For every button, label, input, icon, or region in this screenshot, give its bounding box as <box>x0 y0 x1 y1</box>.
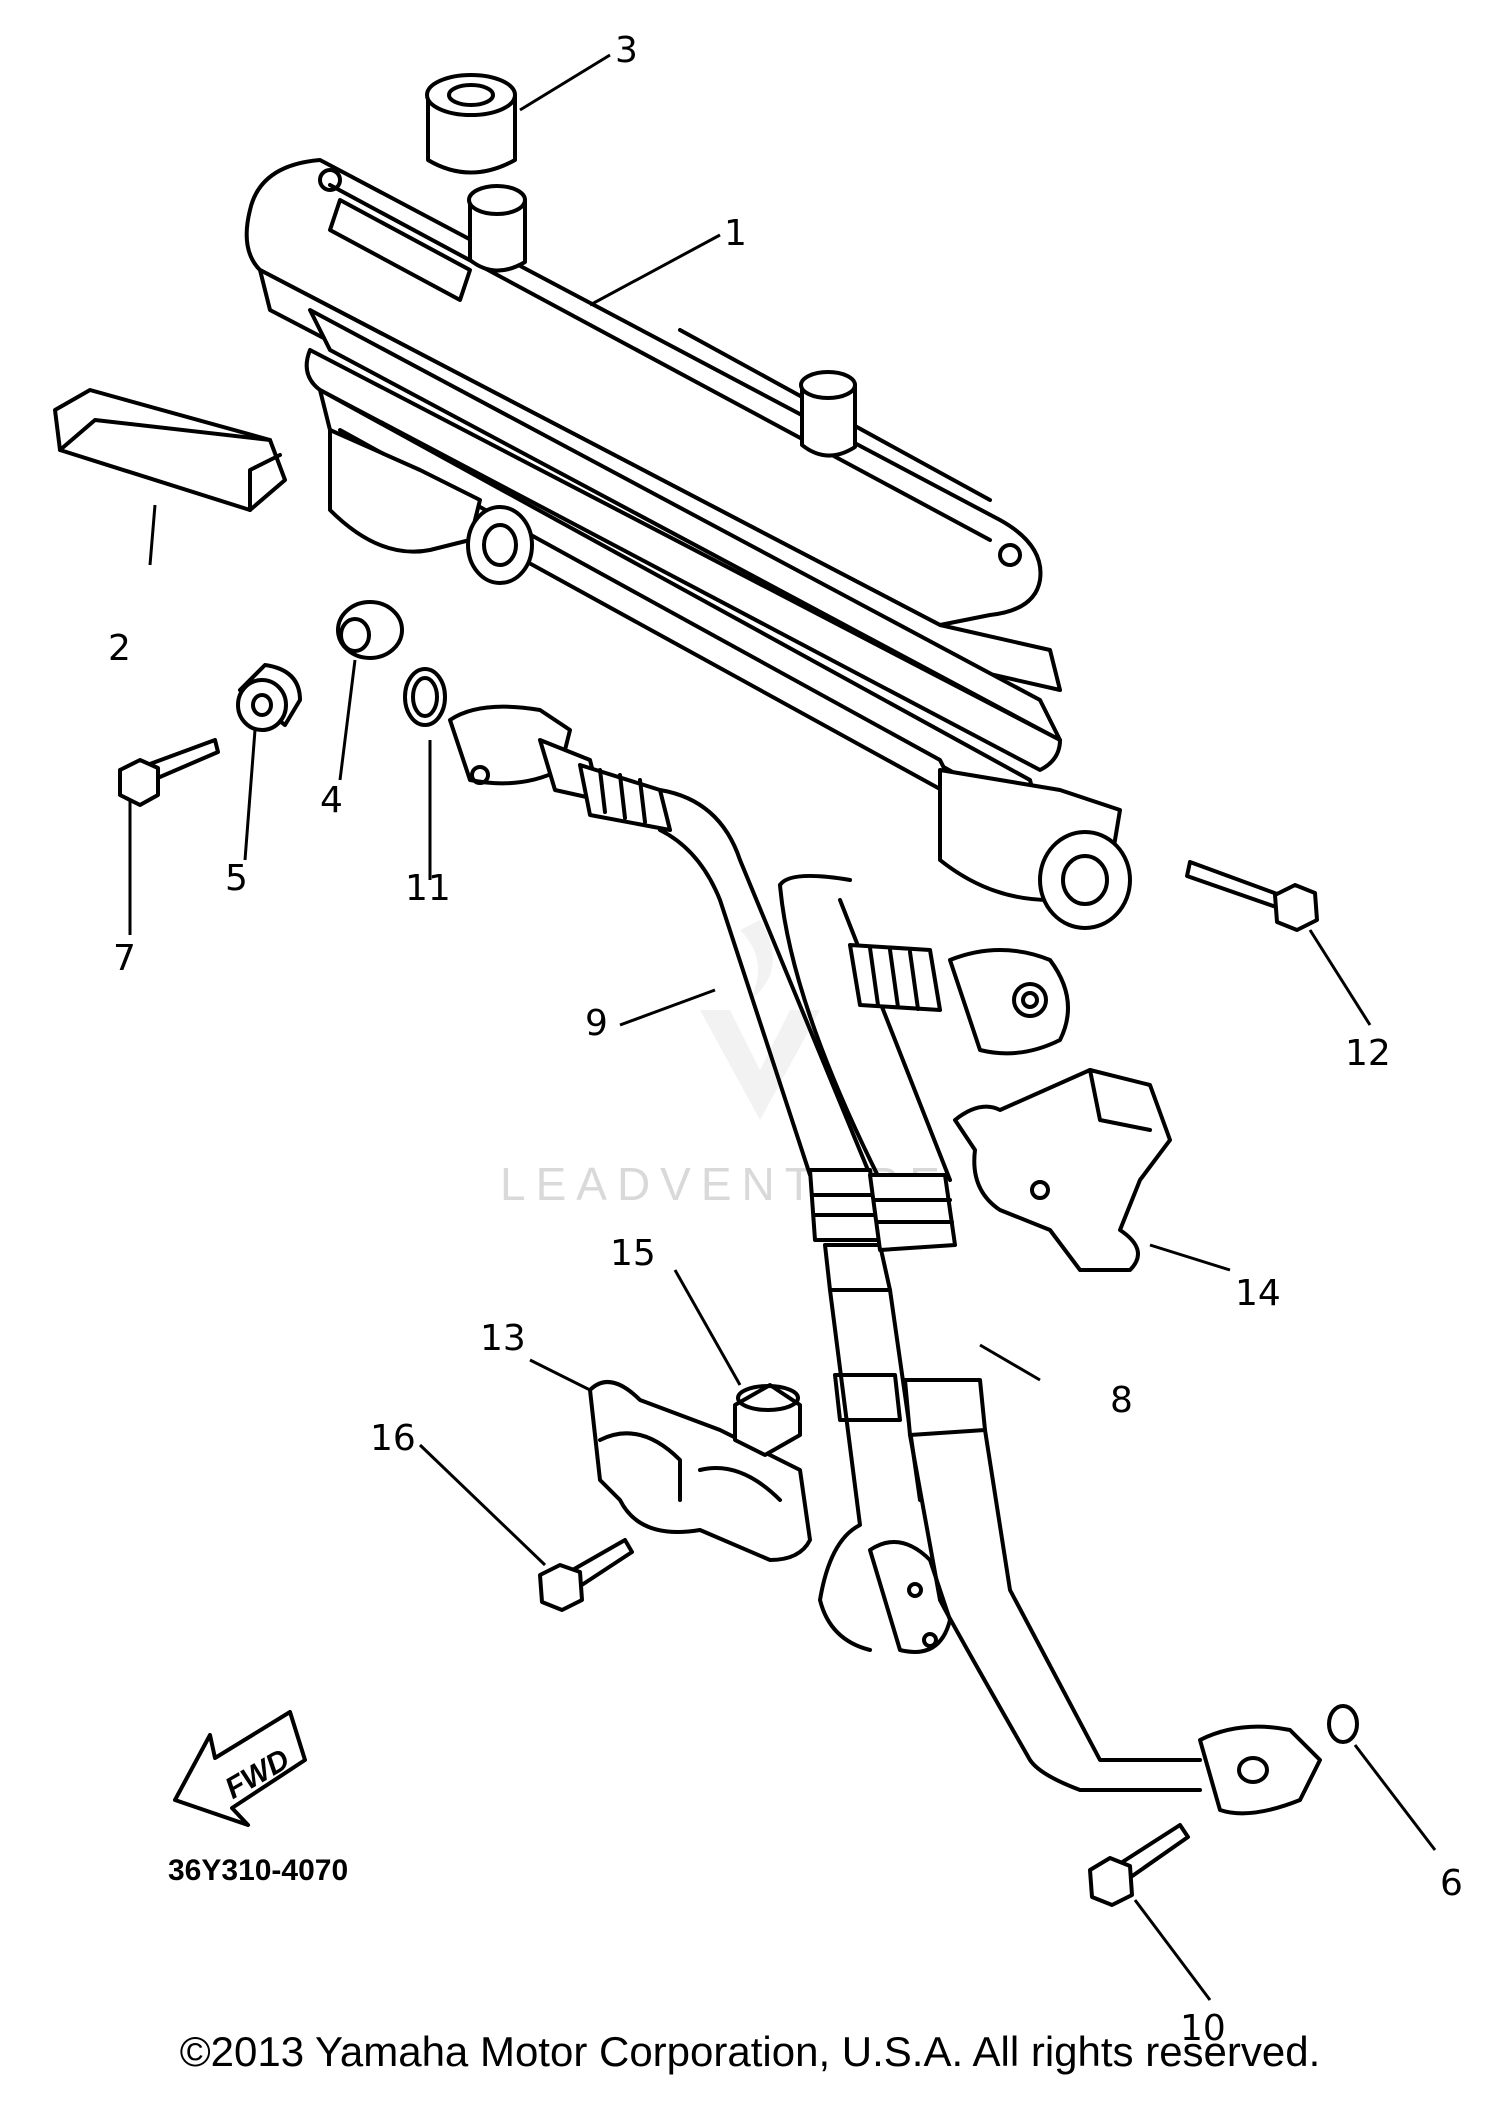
spacer-part-15 <box>733 1383 802 1457</box>
copyright-notice: ©2013 Yamaha Motor Corporation, U.S.A. A… <box>179 2028 1321 2075</box>
clamp-part-13 <box>588 1380 812 1562</box>
callout-1: 1 <box>724 213 747 254</box>
part-code: 36Y310-4070 <box>168 1854 348 1887</box>
bolt-part-16 <box>538 1538 634 1612</box>
callout-5: 5 <box>225 858 248 899</box>
collar-part-5 <box>236 663 302 732</box>
bracket-part-14 <box>953 1068 1172 1272</box>
callout-11: 11 <box>405 868 451 909</box>
callout-9: 9 <box>585 1003 608 1044</box>
oil-cooler-body <box>244 158 1132 930</box>
leadventure-logo-icon <box>700 920 820 1120</box>
callout-12: 12 <box>1345 1033 1391 1074</box>
callout-3: 3 <box>615 30 638 71</box>
damper-part-4 <box>336 600 404 660</box>
callout-6: 6 <box>1440 1863 1463 1904</box>
callout-14: 14 <box>1235 1273 1281 1314</box>
bolt-part-12 <box>1185 860 1319 932</box>
fwd-arrow-icon: FWD <box>173 1710 307 1827</box>
leader-lines <box>128 53 1437 2001</box>
pad-part-2 <box>53 388 287 512</box>
washer-part-6 <box>1327 1704 1359 1744</box>
oil-hose-part-8 <box>778 874 1322 1816</box>
callout-10: 10 <box>1180 2008 1226 2049</box>
grommet-part-3 <box>425 73 517 175</box>
callout-15: 15 <box>610 1233 656 1274</box>
callout-8: 8 <box>1110 1380 1133 1421</box>
callout-4: 4 <box>320 780 343 821</box>
o-ring-part-11 <box>403 667 447 727</box>
callout-numbers: 1 2 3 4 5 6 7 8 9 10 11 12 13 14 15 16 <box>108 30 1463 2049</box>
bolt-part-7 <box>118 738 220 807</box>
callout-13: 13 <box>480 1318 526 1359</box>
callout-7: 7 <box>113 938 136 979</box>
bolt-part-10 <box>1088 1823 1190 1907</box>
callout-2: 2 <box>108 628 131 669</box>
callout-16: 16 <box>370 1418 416 1459</box>
